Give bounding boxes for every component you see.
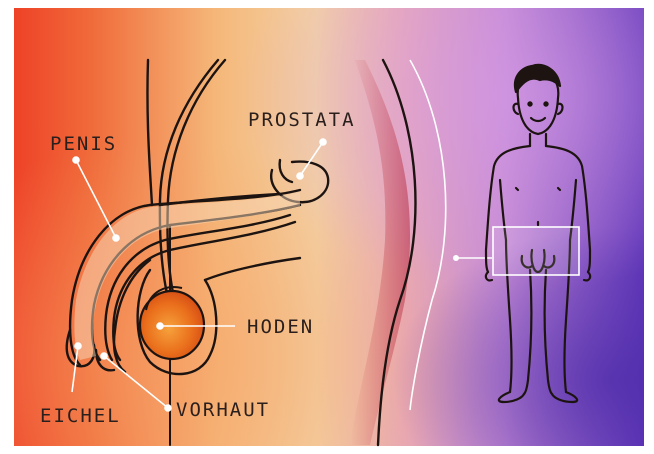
pointer-dot: [297, 173, 303, 179]
figure-chest: [516, 188, 518, 190]
highlight-box: [493, 227, 579, 275]
pointer-dot: [75, 343, 81, 349]
pointer-dot: [113, 235, 119, 241]
figure-eye: [528, 102, 531, 105]
label-penis: PENIS: [50, 133, 117, 155]
pointer-dot: [157, 323, 163, 329]
figure-chest: [558, 188, 560, 190]
label-vorhaut: VORHAUT: [176, 399, 270, 421]
label-prostata: PROSTATA: [248, 109, 356, 131]
figure-eye: [544, 102, 547, 105]
pointer-dot: [101, 353, 107, 359]
label-hoden: HODEN: [247, 316, 314, 338]
pointer-dot: [165, 405, 171, 411]
pointer-dot: [453, 255, 459, 261]
pointer-dot: [320, 139, 326, 145]
pointer-dot: [73, 157, 79, 163]
label-eichel: EICHEL: [40, 405, 121, 427]
